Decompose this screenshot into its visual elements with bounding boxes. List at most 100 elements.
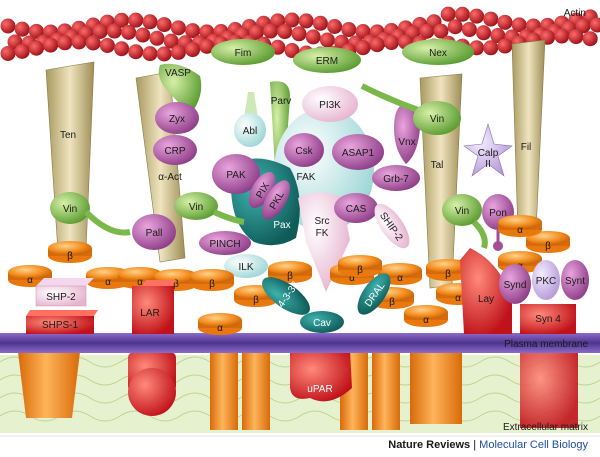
actin-monomer (0, 45, 16, 61)
vin-center-label: Vin (189, 202, 203, 213)
csk (284, 133, 324, 167)
actin-monomer (0, 18, 16, 34)
integrin-beta: β (48, 241, 92, 263)
plasma-membrane: Plasma membrane (0, 333, 600, 353)
actin-monomer (568, 29, 584, 45)
actin-monomer (71, 34, 87, 50)
alpha-label: α (27, 275, 33, 286)
shp2-shps1: SHP-2 SHPS-1 (26, 278, 98, 334)
integrin-alpha: α (8, 265, 52, 287)
actin-monomer (199, 38, 215, 54)
actin-monomer (554, 28, 570, 44)
actin-monomer (497, 38, 513, 54)
actin-monomer (469, 8, 485, 24)
cas (334, 193, 378, 223)
lar-label: LAR (140, 308, 159, 319)
syndecan-complex: Synd PKC Synt Syn 4 (499, 260, 589, 334)
actin-monomer (57, 35, 73, 51)
actin-monomer (575, 18, 591, 34)
actin-monomer (383, 35, 399, 51)
ten-label: Ten (60, 130, 76, 141)
actin-monomer (490, 28, 506, 44)
asap1-label: ASAP1 (342, 148, 375, 159)
actin-monomer (419, 23, 435, 39)
beta-label: β (445, 269, 451, 280)
protein-14-3-3 (262, 277, 310, 315)
lay-label: Lay (478, 294, 494, 305)
footer-separator: | (473, 439, 477, 451)
cav-label: Cav (313, 318, 331, 329)
extracellular-receptors (18, 352, 578, 430)
pkl (262, 180, 290, 220)
pax-label: Pax (273, 220, 290, 231)
beta-label: β (253, 295, 259, 306)
vasp: VASP (158, 63, 202, 115)
plasma-membrane-label: Plasma membrane (504, 339, 588, 350)
actin-monomer (14, 21, 30, 37)
integrin-beta: β (526, 231, 570, 253)
alpha-label: α (517, 225, 523, 236)
shps1-label: SHPS-1 (42, 320, 79, 331)
alpha-label: α (105, 277, 111, 288)
actin-monomer (185, 23, 201, 39)
pkc-label: PKC (536, 276, 557, 287)
vin-top-label: Vin (430, 114, 444, 125)
integrin-alpha: α (404, 305, 448, 327)
nexilin (402, 39, 474, 65)
synt-label: Synt (565, 276, 585, 287)
fak-label: FAK (297, 172, 316, 183)
beta-label: β (545, 241, 551, 252)
shp2-label: SHP-2 (46, 292, 76, 303)
actin-monomer (121, 24, 137, 40)
actin-monomer (483, 40, 499, 56)
actin-monomer (14, 43, 30, 59)
crp (153, 135, 197, 165)
vinculin-top: Vin (360, 83, 461, 135)
calp-label: Calp (478, 148, 499, 159)
paxillin-complex: Pax PAK PIX PKL (212, 154, 300, 246)
synt (561, 260, 589, 300)
alpha-label: α (455, 293, 461, 304)
actin-monomer (185, 42, 201, 58)
syn4 (520, 304, 576, 334)
pkc (532, 260, 560, 300)
actin-crosslinkers: Fim ERM Nex (211, 39, 474, 73)
actin-monomer (170, 20, 186, 36)
zyx-label: Zyx (169, 114, 185, 125)
caveolin (300, 311, 344, 333)
footer-section: Molecular Cell Biology (479, 439, 588, 451)
integrin-beta: β (338, 255, 382, 277)
pak (212, 154, 260, 194)
actin-monomer (106, 23, 122, 39)
actin-monomer (135, 27, 151, 43)
actin-monomer (156, 17, 172, 33)
actin-monomer (369, 37, 385, 53)
shps1 (26, 316, 94, 334)
pak-label: PAK (226, 170, 246, 181)
ecm-label: Extracellular matrix (503, 422, 588, 433)
crp-label: CRP (164, 146, 185, 157)
lar: LAR (132, 280, 176, 334)
fk-label: FK (316, 228, 329, 239)
actin-monomer (589, 17, 600, 33)
vin-right-label: Vin (455, 206, 469, 217)
actin-monomer (284, 12, 300, 28)
alpha-label: α (349, 273, 355, 284)
integrin-beta: β (426, 259, 470, 281)
synd (499, 264, 531, 304)
pon-label: Pon (489, 208, 507, 219)
actin-monomer (341, 22, 357, 38)
actin-monomer (461, 22, 477, 38)
abl (234, 113, 266, 147)
alpha-label: α (137, 277, 143, 288)
pi3k-label: PI3K (319, 100, 341, 111)
synd-label: Synd (504, 280, 527, 291)
upar-label: uPAR (307, 384, 332, 395)
actin-monomer (85, 35, 101, 51)
csk-label: Csk (295, 146, 313, 157)
actin-monomer (284, 43, 300, 59)
tal-label: Tal (431, 160, 444, 171)
1433-cav-dral: 14-3-3β Cav DRAL (262, 273, 391, 333)
asap1 (332, 134, 384, 170)
